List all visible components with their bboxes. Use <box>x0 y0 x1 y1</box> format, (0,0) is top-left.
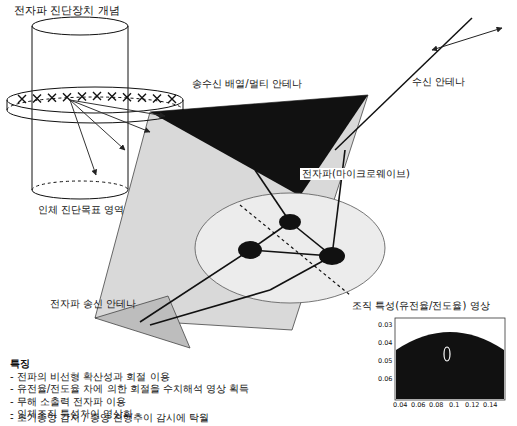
antenna-ring <box>7 87 183 123</box>
axis-tick: 0.04 <box>393 402 407 410</box>
axis-tick: 0.1 <box>449 402 459 410</box>
antenna-label: 수신 안테나 <box>412 76 465 88</box>
axis-tick: 0.06 <box>378 376 392 384</box>
antenna-elements <box>18 92 176 103</box>
axis-tick: 0.03 <box>378 322 392 330</box>
axis-tick: 0.12 <box>465 402 479 410</box>
tumor-spot <box>444 347 450 361</box>
axis-tick: 0.06 <box>411 402 425 410</box>
axis-tick: 0.08 <box>429 402 443 410</box>
axis-tick: 0.05 <box>378 358 392 366</box>
axis-tick: 0.14 <box>483 402 497 410</box>
tissue-blobs <box>238 214 345 265</box>
target-region <box>195 193 385 303</box>
motion-arrow <box>432 28 502 50</box>
image-plot <box>395 318 505 400</box>
feature-item: - 유전율/전도율 차에 의한 회절을 수치해석 영상 획득 <box>10 383 249 395</box>
antenna-label: 송수신 배열/멀티 안테나 <box>192 78 302 90</box>
feature-item: - 무해 소출력 전자파 이용 <box>10 396 126 408</box>
region-label: 인체 진단목표 영역 <box>38 204 124 216</box>
feature-item: - 초기종양 감지 / 종양 진행추이 감시에 탁월 <box>10 412 209 424</box>
antenna-label: 전자파 송신 안테나 <box>50 298 136 310</box>
wave-arrows <box>70 100 165 175</box>
image-label: 조직 특성(유전율/전도율) 영상 <box>352 300 490 312</box>
body-cylinder <box>32 17 128 199</box>
axis-tick: 0.04 <box>378 340 392 348</box>
wave-label: 전자파(마이크로웨이브) <box>300 168 412 180</box>
receive-antenna <box>335 18 472 150</box>
feature-heading: 특징 <box>10 358 30 370</box>
image-dome <box>396 332 504 399</box>
diagram-title: 전자파 진단장치 개념 <box>14 3 120 18</box>
feature-item: - 전파의 비선형 확산성과 회절 이용 <box>10 371 170 383</box>
